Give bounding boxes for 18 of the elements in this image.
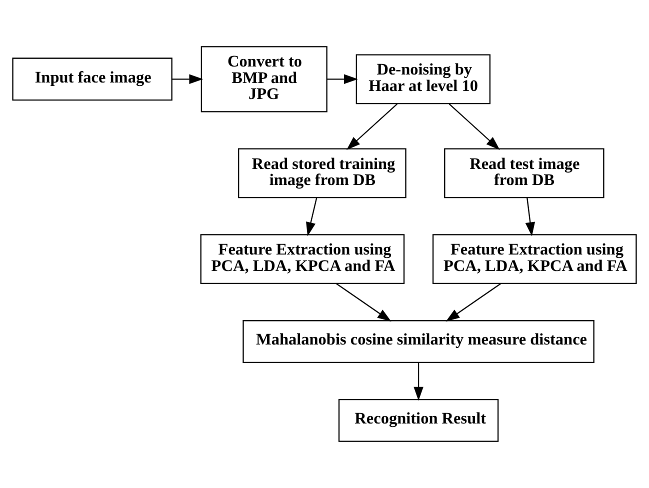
node-box: Read test image from DB [444,148,604,198]
node-box: Convert to BMP and JPG [200,46,328,112]
node-box: Feature Extraction using PCA, LDA, KPCA and FA [432,234,637,284]
arrow [525,198,536,236]
arrow [336,283,392,322]
arrow [448,104,500,150]
node-box: Read stored training image from DB [238,148,406,198]
arrow [446,283,502,322]
node-box: De-noising by Haar at level 10 [356,54,490,104]
node-box: Recognition Result [338,398,499,442]
arrow [346,104,398,150]
arrow [306,198,318,236]
node-box: Mahalanobis cosine similarity measure distance [242,320,594,363]
arrow [326,74,358,84]
node-box: Feature Extraction using PCA, LDA, KPCA and FA [200,234,405,284]
arrow [414,362,424,401]
arrow [172,74,204,84]
node-box: Input face image [12,58,172,101]
